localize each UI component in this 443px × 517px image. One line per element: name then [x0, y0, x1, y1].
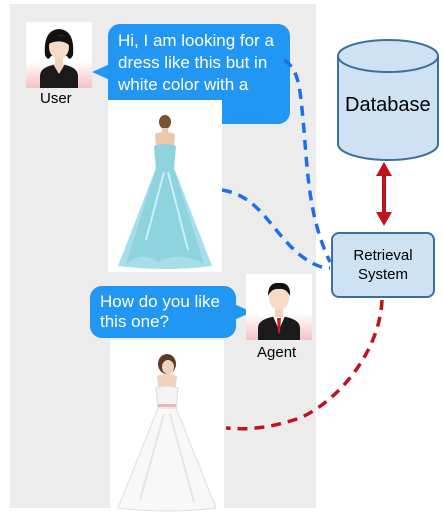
query-image-link — [221, 188, 331, 270]
response-dress-photo — [110, 340, 224, 512]
user-label: User — [40, 90, 72, 107]
agent-label: Agent — [257, 344, 297, 361]
user-avatar — [26, 22, 92, 88]
agent-message-bubble: How do you like this one? — [90, 286, 236, 338]
agent-message-line: How do you like — [100, 292, 221, 311]
white-dress-image — [117, 354, 217, 512]
user-message-line: dress like this but in — [118, 53, 268, 72]
agent-message-line: this one? — [100, 312, 169, 331]
male-agent-icon — [258, 282, 300, 340]
user-message-line: Hi, I am looking for a — [118, 31, 274, 50]
female-user-icon — [40, 29, 78, 88]
user-message-query-link — [282, 58, 332, 263]
database-system-arrow — [376, 162, 392, 226]
database-label: Database — [345, 94, 431, 116]
query-dress-photo — [108, 100, 222, 272]
user-message-line: white color with a — [118, 75, 249, 94]
blue-dress-image — [118, 115, 212, 269]
retrieval-system-label-line: System — [357, 266, 408, 283]
retrieval-system-label-line: Retrieval — [353, 247, 413, 264]
agent-avatar — [246, 274, 312, 340]
retrieval-system-box: Retrieval System — [331, 232, 435, 298]
retrieved-result-link — [225, 299, 384, 431]
